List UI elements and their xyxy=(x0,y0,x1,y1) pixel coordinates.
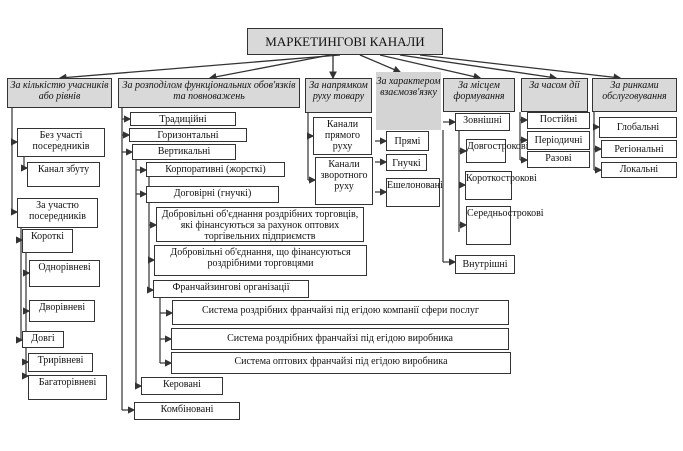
box-franchise-services: Система роздрібних франчайзі під егідою … xyxy=(172,300,509,325)
header-functions: За розподілом функціональних обов'язків … xyxy=(118,78,300,108)
box-horizontal: Горизонтальні xyxy=(129,128,247,142)
box-traditional: Традиційні xyxy=(130,112,236,126)
box-voluntary-wholesale: Добровільні об'єднання роздрібних торгов… xyxy=(156,207,364,242)
header-direction: За напрямком руху товару xyxy=(305,78,372,113)
box-external: Зовнішні xyxy=(455,113,510,131)
box-sales-channel: Канал збуту xyxy=(27,162,100,187)
box-global: Глобальні xyxy=(599,117,677,138)
header-markets: За ринками обслуговування xyxy=(592,78,677,112)
box-regional: Регіональні xyxy=(601,140,677,158)
box-short: Короткі xyxy=(22,229,73,253)
box-direct-flow: Канали прямого руху xyxy=(313,117,372,155)
box-periodic: Періодичні xyxy=(527,131,590,150)
box-reverse-flow: Канали зворотного руху xyxy=(315,157,373,205)
box-no-intermediaries: Без участі посередників xyxy=(17,128,105,157)
box-long: Довгі xyxy=(22,331,64,348)
box-local: Локальні xyxy=(601,162,677,178)
box-with-intermediaries: За участю посередників xyxy=(17,198,98,228)
box-one-time: Разові xyxy=(527,151,590,168)
box-franchise-wholesale-manufacturer: Система оптових франчайзі під егідою вир… xyxy=(171,352,511,374)
box-voluntary-retail: Добровільні об'єднання, що фінансуються … xyxy=(154,245,367,276)
header-participants: За кількістю учасників або рівнів xyxy=(7,78,112,108)
box-vertical: Вертикальні xyxy=(132,144,236,160)
box-echeloned: Ешелоновані xyxy=(386,178,443,207)
box-multi-level: Багаторівневі xyxy=(28,375,107,400)
header-relationship: За характером взаємозв'язку xyxy=(376,72,441,130)
box-medium-term: Середньострокові xyxy=(466,206,544,245)
header-formation: За місцем формування xyxy=(443,78,515,112)
header-time: За часом дії xyxy=(521,78,588,112)
box-contractual: Договірні (гнучкі) xyxy=(146,186,279,203)
box-one-level: Однорівневі xyxy=(29,260,100,287)
box-franchise-retail-manufacturer: Система роздрібних франчайзі під егідою … xyxy=(171,328,509,350)
box-three-level: Трирівневі xyxy=(28,353,93,372)
box-combined: Комбіновані xyxy=(134,402,240,420)
box-corporate: Корпоративні (жорсткі) xyxy=(146,162,285,177)
box-direct: Прямі xyxy=(386,131,429,151)
box-short-term: Короткострокові xyxy=(465,171,537,200)
box-franchising: Франчайзингові організації xyxy=(153,280,309,298)
box-permanent: Постійні xyxy=(527,112,590,129)
box-flexible: Гнучкі xyxy=(386,154,427,171)
box-managed: Керовані xyxy=(141,377,223,395)
box-internal: Внутрішні xyxy=(455,255,515,274)
box-two-level: Дворівневі xyxy=(29,300,95,322)
box-long-term: Довгострокові xyxy=(466,139,528,163)
title-box: МАРКЕТИНГОВІ КАНАЛИ xyxy=(247,28,443,55)
